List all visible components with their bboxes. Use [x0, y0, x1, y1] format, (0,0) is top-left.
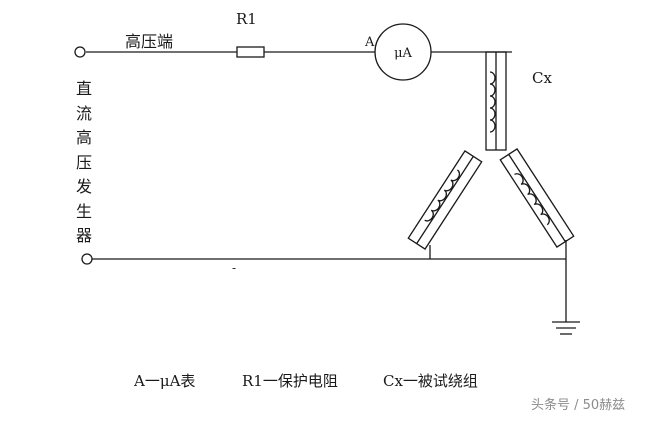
- ground-terminal: [81, 253, 93, 265]
- watermark: 头条号 / 50赫兹: [531, 398, 626, 413]
- resistor-label: R1: [236, 10, 257, 28]
- winding-left: [407, 150, 483, 250]
- winding-cx: [485, 51, 507, 151]
- legend-ammeter: A一μA表: [134, 372, 196, 390]
- hv-terminal-label: 高压端: [125, 32, 174, 51]
- resistor-r1: [236, 46, 265, 58]
- winding-cx-coil: [489, 71, 496, 133]
- generator-label: 直流高压发生器: [75, 79, 92, 245]
- winding-right: [499, 148, 575, 248]
- legend-winding: Cx一被试绕组: [383, 372, 478, 390]
- legend-resistor: R1一保护电阻: [242, 372, 338, 390]
- ammeter-node-label: A: [365, 35, 375, 50]
- winding-label: Cx: [532, 69, 552, 87]
- ammeter-symbol: [374, 23, 432, 81]
- hv-terminal: [74, 46, 86, 58]
- minus-label: -: [232, 261, 237, 275]
- ground-symbol: [552, 321, 580, 335]
- ammeter-label: μA: [394, 46, 412, 61]
